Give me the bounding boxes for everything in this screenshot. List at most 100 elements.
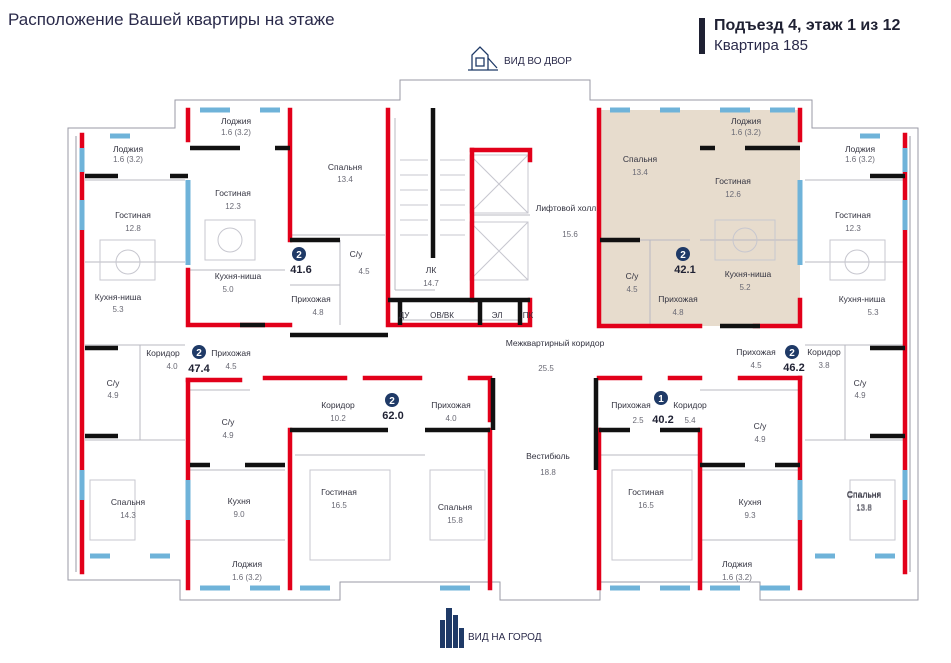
room-name: Кухня-ниша bbox=[95, 292, 142, 302]
room-name: Спальня bbox=[328, 162, 363, 172]
apartment-badge: 2 62.0 bbox=[382, 393, 404, 422]
room-name: Лоджия bbox=[113, 144, 144, 154]
room-name: Прихожая bbox=[736, 347, 776, 357]
room-area: 13.4 bbox=[632, 168, 648, 177]
room-name: Лоджия bbox=[722, 559, 753, 569]
apartment-badge: 2 46.2 bbox=[783, 345, 805, 374]
room-area: 4.8 bbox=[312, 308, 324, 317]
room-count: 2 bbox=[389, 396, 395, 407]
room-area: 5.2 bbox=[739, 283, 751, 292]
apartment-total-area: 47.4 bbox=[188, 363, 210, 375]
room-name: С/у bbox=[854, 378, 868, 388]
room-area: 13.4 bbox=[337, 175, 353, 184]
room-name: Гостиная bbox=[715, 176, 751, 186]
room-area: 25.5 bbox=[538, 364, 554, 373]
city-view-icon bbox=[440, 608, 464, 648]
room-name: С/у bbox=[626, 271, 640, 281]
room-area: 12.8 bbox=[125, 224, 141, 233]
room-area: 4.5 bbox=[626, 285, 638, 294]
room-area: 18.8 bbox=[540, 468, 556, 477]
room-labels: Лоджия 1.6 (3.2) Гостиная 12.8 Кухня-ниш… bbox=[95, 116, 886, 582]
room-name: Гостиная bbox=[215, 188, 251, 198]
room-name: Гостиная bbox=[835, 210, 871, 220]
room-area: 15.6 bbox=[562, 230, 578, 239]
building-outline bbox=[67, 79, 919, 601]
page-title: Расположение Вашей квартиры на этаже bbox=[8, 10, 335, 29]
room-area: 1.6 (3.2) bbox=[845, 155, 875, 164]
room-name: Прихожая bbox=[291, 294, 331, 304]
room-area: 12.3 bbox=[845, 224, 861, 233]
room-name: С/у bbox=[350, 249, 364, 259]
interior-walls bbox=[85, 108, 905, 470]
room-area: 4.9 bbox=[222, 431, 234, 440]
room-name: Гостиная bbox=[628, 487, 664, 497]
room-area: 13.8 bbox=[856, 503, 872, 512]
room-area: 5.0 bbox=[222, 285, 234, 294]
room-name: Спальня bbox=[847, 489, 882, 499]
room-area: 5.4 bbox=[684, 416, 696, 425]
city-view-label: ВИД НА ГОРОД bbox=[468, 632, 542, 643]
room-area: 1.6 (3.2) bbox=[113, 155, 143, 164]
room-area: 16.5 bbox=[638, 501, 654, 510]
apartment-total-area: 41.6 bbox=[290, 264, 311, 276]
room-name: Кухня-ниша bbox=[215, 271, 262, 281]
room-name: Вестибюль bbox=[526, 451, 570, 461]
room-area: 12.3 bbox=[225, 202, 241, 211]
room-name: Прихожая bbox=[658, 294, 698, 304]
room-area: 4.0 bbox=[445, 414, 457, 423]
room-name: Лоджия bbox=[731, 116, 762, 126]
room-area: 16.5 bbox=[331, 501, 347, 510]
room-area: 5.3 bbox=[112, 305, 124, 314]
room-name: Коридор bbox=[146, 348, 180, 358]
room-name: Спальня bbox=[623, 154, 658, 164]
room-count: 2 bbox=[296, 250, 302, 261]
room-name: Лифтовой холл bbox=[536, 203, 597, 213]
room-area: 14.7 bbox=[423, 279, 439, 288]
room-name: Прихожая bbox=[611, 400, 651, 410]
apartment-badges: 2 47.4 2 41.6 2 42.1 2 46.2 2 62.0 1 40.… bbox=[188, 247, 805, 426]
header-accent-bar bbox=[699, 18, 705, 54]
room-name: ЛК bbox=[426, 265, 437, 275]
room-count: 2 bbox=[196, 348, 202, 359]
room-area: 4.9 bbox=[854, 391, 866, 400]
shaft-label: ДУ bbox=[399, 311, 411, 320]
room-area: 14.3 bbox=[120, 511, 136, 520]
apartment-badge: 2 41.6 bbox=[290, 247, 312, 276]
room-area: 15.8 bbox=[447, 516, 463, 525]
yard-view-icon bbox=[468, 46, 498, 71]
room-area: 10.2 bbox=[330, 414, 346, 423]
apartment-badge: 1 40.2 bbox=[652, 391, 674, 426]
room-area: 4.9 bbox=[754, 435, 766, 444]
room-area: 4.5 bbox=[750, 361, 762, 370]
room-area: 2.5 bbox=[632, 416, 644, 425]
room-name: Кухня-ниша bbox=[725, 269, 772, 279]
room-name: С/у bbox=[107, 378, 121, 388]
entrance-floor-label: Подъезд 4, этаж 1 из 12 bbox=[714, 17, 901, 34]
room-name: Гостиная bbox=[321, 487, 357, 497]
room-area: 13.8 bbox=[856, 504, 872, 513]
room-name: Прихожая bbox=[431, 400, 471, 410]
room-area: 4.5 bbox=[225, 362, 237, 371]
room-area: 4.5 bbox=[358, 267, 370, 276]
room-area: 1.6 (3.2) bbox=[232, 573, 262, 582]
room-area: 4.9 bbox=[107, 391, 119, 400]
apartment-badge: 2 47.4 bbox=[188, 345, 211, 375]
room-name: Лоджия bbox=[232, 559, 263, 569]
apartment-total-area: 40.2 bbox=[652, 414, 673, 426]
room-area: 4.0 bbox=[166, 362, 178, 371]
shaft-label: ЭЛ bbox=[492, 311, 503, 320]
yard-view-label: ВИД ВО ДВОР bbox=[504, 56, 572, 67]
room-area: 1.6 (3.2) bbox=[731, 128, 761, 137]
room-name: Спальня bbox=[438, 502, 473, 512]
room-name: Прихожая bbox=[211, 348, 251, 358]
room-name: Спальня bbox=[847, 490, 882, 500]
room-name: Кухня bbox=[228, 496, 251, 506]
apartment-total-area: 62.0 bbox=[382, 410, 403, 422]
room-count: 1 bbox=[658, 394, 664, 405]
apartment-number-label: Квартира 185 bbox=[714, 37, 809, 54]
room-name: Коридор bbox=[807, 347, 841, 357]
room-name: Кухня bbox=[739, 497, 762, 507]
shaft-labels: ДУ ОВ/ВК ЭЛ ПК bbox=[399, 311, 534, 320]
room-area: 5.3 bbox=[867, 308, 879, 317]
